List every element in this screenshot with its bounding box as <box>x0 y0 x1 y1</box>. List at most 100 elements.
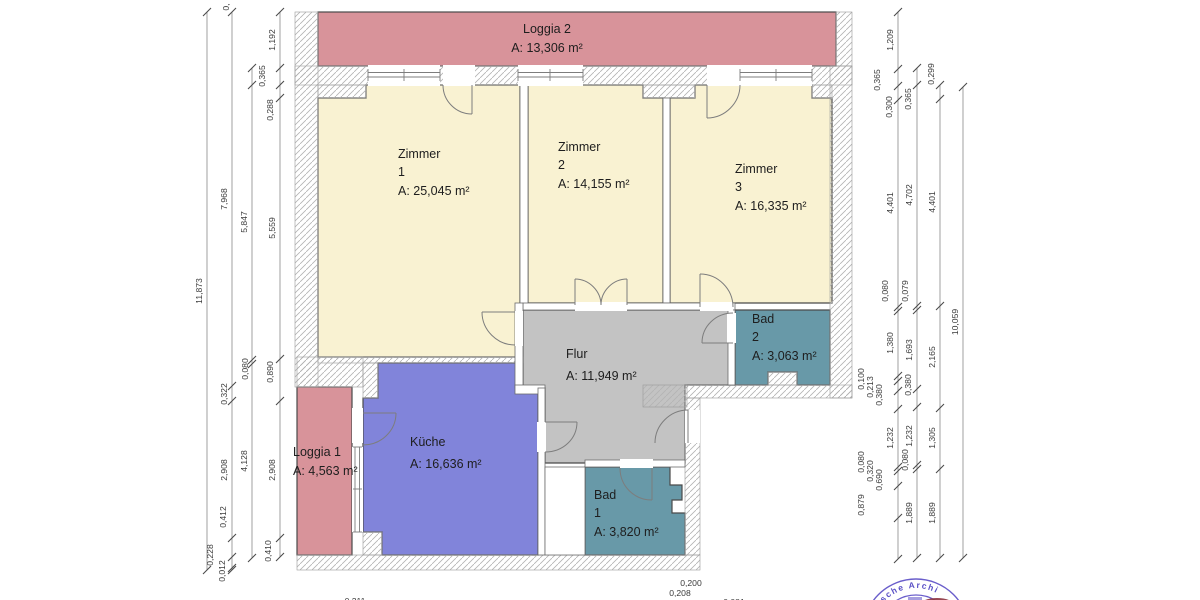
dim-label-left-3-1: 0,365 <box>257 65 267 87</box>
dim-tick-left-1-4 <box>227 552 237 562</box>
label-loggia2-area: A: 13,306 m² <box>511 41 583 55</box>
dim-tick-left-3-5 <box>275 396 285 406</box>
dim-label-right-2-2: 2,165 <box>927 346 937 368</box>
door-kueche-corridor <box>544 421 578 453</box>
wall-step-zimmer23 <box>642 84 696 99</box>
label-zimmer3-name: Zimmer <box>735 162 777 176</box>
bottom-dim-label-4: 0,081 <box>723 597 745 600</box>
dim-tick-right-0-14 <box>893 554 903 564</box>
opening-door-loggia2-z1 <box>443 65 475 86</box>
label-zimmer1-name: Zimmer <box>398 147 440 161</box>
label-zimmer1-area: A: 25,045 m² <box>398 184 470 198</box>
dim-tick-left-1-3 <box>227 533 237 543</box>
dim-tick-right-0-0 <box>893 7 903 17</box>
dim-tick-right-1-1 <box>912 80 922 90</box>
dim-tick-right-0-5 <box>893 306 903 316</box>
dim-label-right-0-7: 0,213 <box>865 376 875 398</box>
dim-label-right-0-3: 4,401 <box>885 192 895 214</box>
dim-label-right-0-2: 0,300 <box>884 96 894 118</box>
door-loggia2-zimmer3 <box>706 84 741 119</box>
wall-notch-corridor <box>642 384 688 408</box>
opening-door-flur-z3 <box>700 302 733 311</box>
dim-label-right-0-6: 0,100 <box>856 368 866 390</box>
door-flur-bad2 <box>701 312 734 344</box>
label-zimmer1-number: 1 <box>398 165 405 179</box>
opening-door-loggia2-z3 <box>707 65 740 86</box>
label-zimmer3-number: 3 <box>735 180 742 194</box>
dim-tick-left-2-4 <box>247 553 257 563</box>
opening-door-loggia1 <box>352 408 363 443</box>
door-loggia2-zimmer1 <box>442 84 473 115</box>
label-bad1-name: Bad <box>594 488 616 502</box>
dim-tick-right-1-0 <box>912 63 922 73</box>
dim-label-right-0-4: 0,080 <box>880 280 890 302</box>
dim-label-right-0-0: 1,209 <box>885 29 895 51</box>
door-zimmer1-flur <box>481 311 516 346</box>
rooms <box>296 11 837 556</box>
dim-label-right-0-1: 0,365 <box>872 69 882 91</box>
dim-tick-left-2-2 <box>247 355 257 365</box>
label-bad1-number: 1 <box>594 506 601 520</box>
doors <box>362 84 741 501</box>
dim-label-right-0-8: 0,380 <box>874 384 884 406</box>
dim-tick-left-0-0 <box>202 7 212 17</box>
dim-label-right-0-11: 0,320 <box>865 460 875 482</box>
windows <box>353 69 813 533</box>
dim-label-right-0-5: 1,380 <box>885 332 895 354</box>
dim-tick-left-3-1 <box>275 63 285 73</box>
bottom-dim-label-3: 0,110 <box>664 598 685 600</box>
dim-tick-right-2-5 <box>935 553 945 563</box>
dim-label-left-3-3: 5,559 <box>267 217 277 239</box>
dim-label-right-0-12: 0,690 <box>874 469 884 491</box>
wall-openings <box>352 65 812 532</box>
dim-label-left-1-6: 0,012 <box>217 560 227 582</box>
label-zimmer3-area: A: 16,335 m² <box>735 199 807 213</box>
dim-label-left-1-0: 0, <box>221 3 231 10</box>
wall-right <box>829 65 853 399</box>
label-zimmer2-name: Zimmer <box>558 140 600 154</box>
dim-tick-left-1-0 <box>227 7 237 17</box>
dim-tick-left-2-1 <box>247 80 257 90</box>
dim-tick-left-1-1 <box>227 381 237 391</box>
dim-label-right-2-0: 0,299 <box>926 63 936 85</box>
bottom-dim-label-1: 0,200 <box>680 578 702 588</box>
dim-tick-right-0-12 <box>893 481 903 491</box>
dim-tick-right-0-10 <box>893 462 903 472</box>
wall-step-zimmer3-right <box>811 84 833 99</box>
dim-tick-left-2-3 <box>247 359 257 369</box>
dim-label-left-1-5: 0,228 <box>205 544 215 566</box>
dim-tick-left-1-6 <box>227 565 237 575</box>
dim-tick-right-0-9 <box>893 404 903 414</box>
wall-bottom <box>296 554 701 571</box>
dim-tick-right-0-6 <box>893 371 903 381</box>
dim-tick-right-2-4 <box>935 464 945 474</box>
dim-label-right-2-3: 1,305 <box>927 427 937 449</box>
dim-label-right-1-4: 0,380 <box>903 374 913 396</box>
dimension-chains: 11,8730,7,9680,3222,9080,4120,2280,0125,… <box>194 3 968 582</box>
dim-tick-right-2-0 <box>935 80 945 90</box>
bottom-dim-label-2: 0,208 <box>669 588 691 598</box>
dim-label-right-0-13: 0,879 <box>856 494 866 516</box>
dim-label-right-0-10: 0,080 <box>856 451 866 473</box>
dim-label-left-1-3: 2,908 <box>219 459 229 481</box>
dim-label-left-3-4: 0,890 <box>265 361 275 383</box>
wall-bad2-notch <box>767 371 798 386</box>
dim-tick-left-2-0 <box>247 63 257 73</box>
dim-label-left-1-1: 7,968 <box>219 188 229 210</box>
dim-label-right-2-1: 4,401 <box>927 191 937 213</box>
dim-label-right-1-6: 0,080 <box>900 449 910 471</box>
label-bad2-area: A: 3,063 m² <box>752 349 817 363</box>
label-flur-area: A: 11,949 m² <box>566 369 637 383</box>
window-top-1 <box>367 69 441 81</box>
dim-label-right-1-1: 4,702 <box>904 184 914 206</box>
opening-door-kueche <box>537 422 546 452</box>
opening-door-z1-flur <box>515 311 523 346</box>
label-bad1-area: A: 3,820 m² <box>594 525 659 539</box>
opening-door-flur-z2 <box>575 302 627 311</box>
label-kueche-area: A: 16,636 m² <box>410 457 482 471</box>
dim-label-left-1-4: 0,412 <box>218 506 228 528</box>
label-loggia2-name: Loggia 2 <box>523 22 571 36</box>
dim-label-right-2-4: 1,889 <box>927 502 937 524</box>
